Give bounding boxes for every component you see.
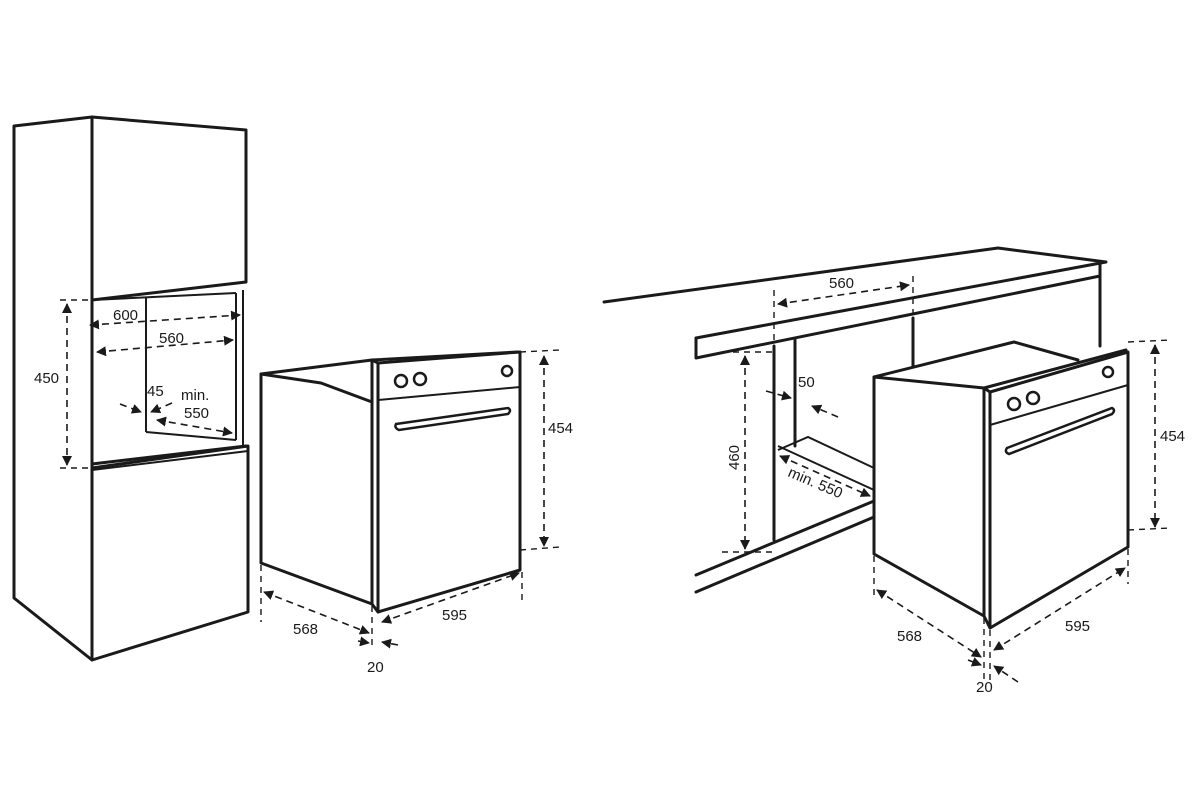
right-niche-height-label: 460 (726, 445, 743, 470)
knob-icon (1101, 365, 1115, 379)
left-oven-height-label: 454 (548, 420, 573, 437)
right-min-depth-label: min. 550 (785, 464, 845, 502)
right-door-thickness-label: 20 (976, 679, 993, 696)
tall-cabinet (12, 115, 250, 662)
left-oven (259, 350, 522, 614)
right-oven (872, 340, 1130, 630)
left-rear-gap-label: 45 (147, 383, 164, 400)
left-oven-depth-label: 568 (293, 621, 318, 638)
left-min-depth-label: 550 (184, 405, 209, 422)
right-oven-dimensions (873, 339, 1171, 684)
rear-gap-arrow-left (119, 403, 142, 414)
left-oven-dimensions (260, 349, 561, 649)
right-oven-height-label: 454 (1160, 428, 1185, 445)
left-cabinet-width-label: 600 (113, 307, 138, 324)
door-handle-icon (1004, 406, 1116, 456)
counter-cabinet (602, 246, 1108, 594)
knob-icon (1025, 390, 1041, 406)
knob-icon (412, 371, 428, 387)
right-niche-width-label: 560 (829, 275, 854, 292)
left-min-label: min. (181, 387, 209, 404)
rear-gap-arrow-right (150, 402, 173, 414)
right-cabinet-dimensions (722, 276, 914, 553)
niche-width-dimension-line (96, 335, 234, 357)
right-oven-width-label: 595 (1065, 618, 1090, 635)
left-niche-width-label: 560 (159, 330, 184, 347)
right-rear-gap-label: 50 (798, 374, 815, 391)
door-handle-icon (394, 406, 512, 432)
right-oven-depth-label: 568 (897, 628, 922, 645)
left-door-thickness-label: 20 (367, 659, 384, 676)
knob-icon (500, 364, 514, 378)
left-cabinet-dimensions (60, 299, 241, 469)
knob-icon (1006, 396, 1022, 412)
cabinet-width-dimension-line (89, 310, 241, 330)
min-depth-dimension-line (156, 416, 233, 437)
knob-icon (393, 373, 409, 389)
left-niche-height-label: 450 (34, 370, 59, 387)
left-oven-width-label: 595 (442, 607, 467, 624)
